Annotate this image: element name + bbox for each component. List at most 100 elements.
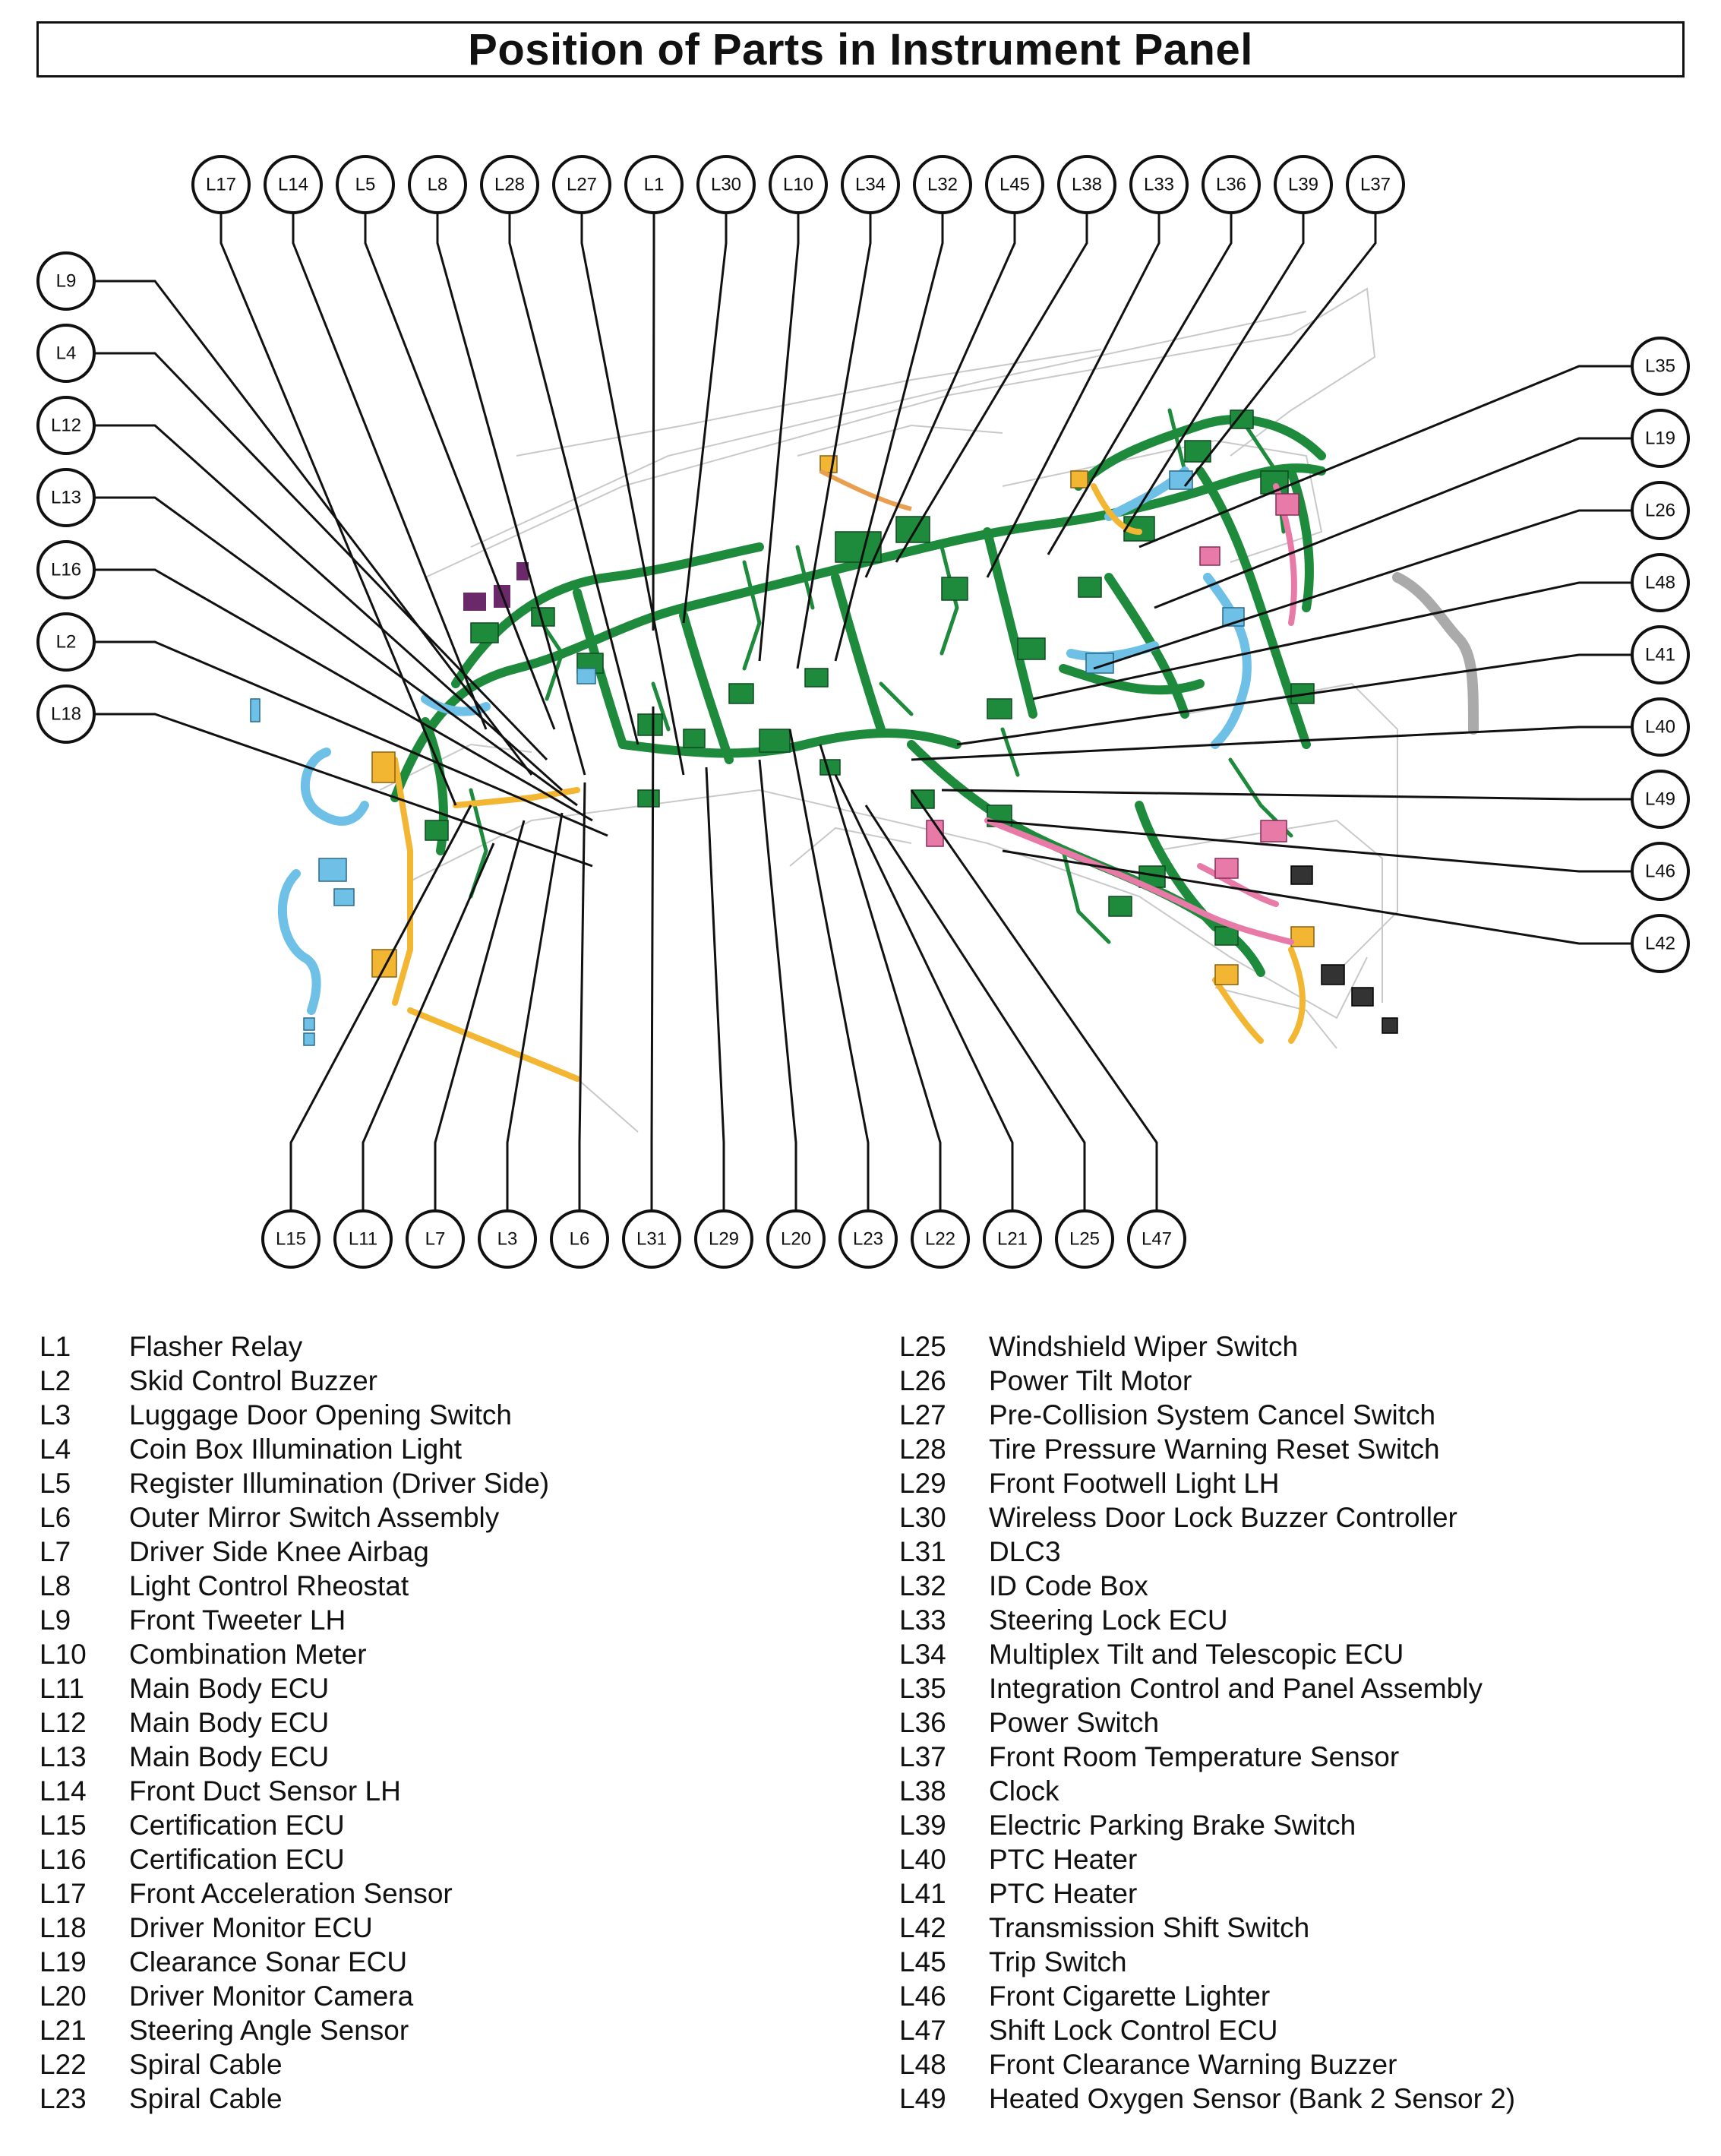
callout-l10: L10: [769, 155, 828, 214]
callout-l40: L40: [1631, 697, 1690, 757]
callout-circle: [408, 155, 467, 214]
callout-circle: [1631, 914, 1690, 973]
callout-label: L37: [1360, 175, 1391, 195]
instrument-panel-diagram: L17L14L5L8L28L27L1L30L10L34L32L45L38L33L…: [36, 155, 1690, 1269]
callout-circle: [622, 1209, 681, 1269]
callout-l39: L39: [1274, 155, 1333, 214]
leader-line-l16: [66, 568, 593, 822]
callout-circle: [1631, 481, 1690, 540]
callout-label: L45: [999, 175, 1030, 195]
legend-part-name: Front Footwell Light LH: [989, 1468, 1280, 1499]
legend-code: L27: [899, 1399, 946, 1430]
callout-l46: L46: [1631, 842, 1690, 901]
callout-label: L15: [276, 1229, 306, 1250]
callout-l21: L21: [983, 1209, 1042, 1269]
callout-l2: L2: [36, 612, 96, 672]
legend-code: L34: [899, 1639, 946, 1670]
callout-label: L14: [278, 175, 308, 195]
leader-line-l31: [650, 706, 655, 1239]
callout-l4: L4: [36, 324, 96, 383]
leader-line-l21: [834, 774, 1014, 1239]
legend-part-name: Flasher Relay: [129, 1331, 303, 1362]
callout-label: L38: [1072, 175, 1102, 195]
callout-circle: [406, 1209, 465, 1269]
callout-label: L11: [349, 1229, 377, 1250]
callout-circle: [911, 1209, 970, 1269]
callout-label: L46: [1645, 861, 1675, 882]
callout-circle: [1631, 553, 1690, 612]
callout-l17: L17: [191, 155, 251, 214]
callout-circle: [694, 1209, 753, 1269]
legend-code: L18: [39, 1912, 87, 1943]
callout-circle: [333, 1209, 393, 1269]
legend-part-name: Front Duct Sensor LH: [129, 1775, 401, 1807]
callout-circle: [478, 1209, 537, 1269]
legend-code: L13: [39, 1741, 87, 1772]
callout-l13: L13: [36, 468, 96, 527]
legend-part-name: Driver Monitor Camera: [129, 1981, 414, 2012]
callout-l11: L11: [333, 1209, 393, 1269]
callout-l36: L36: [1202, 155, 1261, 214]
legend-code: L3: [39, 1399, 71, 1430]
callout-circle: [191, 155, 251, 214]
legend-row: L20 Driver Monitor Camera: [39, 1979, 890, 2013]
legend-part-name: PTC Heater: [989, 1844, 1138, 1875]
callout-l22: L22: [911, 1209, 970, 1269]
callout-l30: L30: [696, 155, 756, 214]
callout-label: L29: [709, 1229, 739, 1250]
legend-part-name: Coin Box Illumination Light: [129, 1434, 463, 1465]
legend-part-name: Integration Control and Panel Assembly: [989, 1673, 1483, 1704]
legend-part-name: ID Code Box: [989, 1570, 1148, 1601]
legend-code: L39: [899, 1810, 946, 1841]
legend-code: L29: [899, 1468, 946, 1499]
legend-part-name: Front Room Temperature Sensor: [989, 1741, 1400, 1772]
legend-part-name: Front Acceleration Sensor: [129, 1878, 453, 1909]
callout-label: L30: [711, 175, 741, 195]
legend-part-name: Electric Parking Brake Switch: [989, 1810, 1356, 1841]
legend-code: L4: [39, 1434, 71, 1465]
callout-label: L19: [1645, 428, 1675, 449]
callout-l27: L27: [552, 155, 611, 214]
callout-label: L26: [1645, 501, 1675, 521]
legend-code: L12: [39, 1707, 87, 1738]
callout-label: L28: [494, 175, 525, 195]
callout-label: L22: [925, 1229, 955, 1250]
callout-l25: L25: [1055, 1209, 1114, 1269]
callout-circle: [36, 396, 96, 455]
legend-code: L20: [39, 1981, 87, 2012]
callout-circle: [769, 155, 828, 214]
legend-row: L1 Flasher Relay: [39, 1329, 890, 1364]
legend-part-name: Outer Mirror Switch Assembly: [129, 1502, 500, 1533]
callout-label: L16: [51, 560, 81, 580]
legend-code: L1: [39, 1331, 71, 1362]
leader-line-l20: [758, 759, 797, 1239]
legend-row: L4 Coin Box Illumination Light: [39, 1432, 890, 1466]
legend-code: L7: [39, 1536, 71, 1567]
legend-code: L30: [899, 1502, 946, 1533]
callout-label: L6: [570, 1229, 590, 1250]
callout-label: L48: [1645, 573, 1675, 593]
callout-label: L12: [51, 416, 81, 436]
legend-part-name: Spiral Cable: [129, 2083, 283, 2114]
callout-label: L42: [1645, 934, 1675, 954]
legend-part-name: Light Control Rheostat: [129, 1570, 409, 1601]
callout-circle: [1631, 697, 1690, 757]
callout-label: L4: [56, 343, 77, 364]
legend-row: L29 Front Footwell Light LH: [899, 1466, 1721, 1500]
callout-l5: L5: [336, 155, 395, 214]
callout-circle: [36, 684, 96, 744]
legend-code: L45: [899, 1946, 946, 1977]
legend-part-name: Certification ECU: [129, 1844, 345, 1875]
